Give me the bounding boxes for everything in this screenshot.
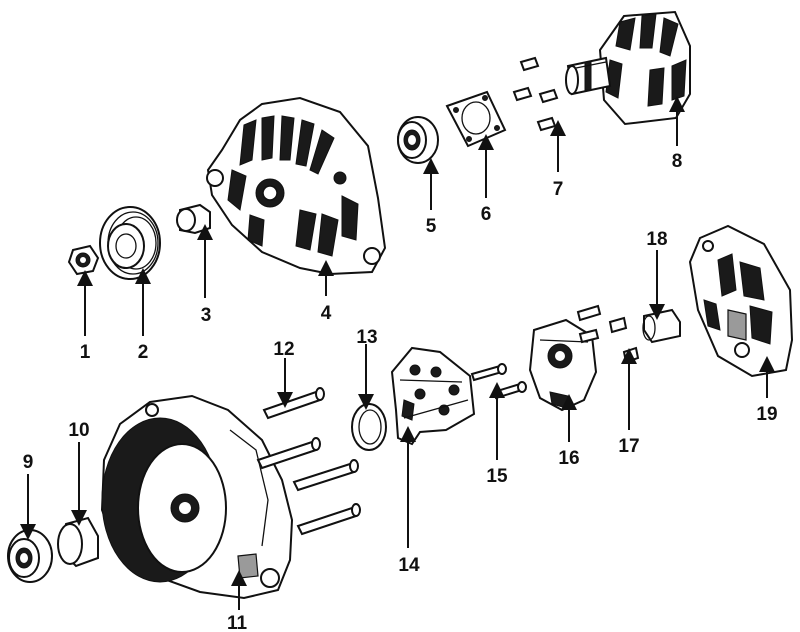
part-2-pulley <box>99 206 161 280</box>
label-8: 8 <box>672 151 683 172</box>
part-5-front-bearing <box>397 116 439 164</box>
label-9: 9 <box>23 452 34 473</box>
part-18-terminal-cap <box>642 308 681 344</box>
label-18: 18 <box>646 229 667 250</box>
label-15: 15 <box>486 466 508 487</box>
part-19-rear-cover <box>688 224 794 378</box>
part-number-labels: 1 2 3 4 5 6 7 8 9 10 11 12 13 14 15 16 1… <box>23 151 778 632</box>
label-13: 13 <box>356 327 377 348</box>
label-5: 5 <box>426 216 437 237</box>
label-2: 2 <box>138 342 149 363</box>
label-14: 14 <box>398 555 420 576</box>
part-7-retainer-screws <box>512 56 559 132</box>
part-3-spacer-collar <box>176 203 211 235</box>
label-4: 4 <box>321 303 332 324</box>
part-14-rectifier-assembly <box>390 346 476 446</box>
label-19: 19 <box>756 404 777 425</box>
part-4-drive-end-frame <box>206 96 387 276</box>
label-7: 7 <box>553 179 564 200</box>
part-16-regulator-brush-holder <box>528 318 598 412</box>
label-12: 12 <box>273 339 294 360</box>
part-1-pulley-nut <box>67 244 100 276</box>
part-12-through-bolts <box>256 387 361 536</box>
part-13-insulator-ring <box>351 403 387 451</box>
label-17: 17 <box>618 436 639 457</box>
part-10-bearing-cover <box>57 516 99 568</box>
label-1: 1 <box>80 342 91 363</box>
part-11-rectifier-end-frame-with-stator <box>100 394 294 600</box>
leader-lines <box>20 96 775 610</box>
label-3: 3 <box>201 305 212 326</box>
part-9-rear-bearing <box>7 529 53 583</box>
label-16: 16 <box>558 448 579 469</box>
label-11: 11 <box>227 613 248 632</box>
part-8-rotor <box>565 10 691 126</box>
part-15-rectifier-screws <box>470 363 527 400</box>
label-6: 6 <box>481 204 492 225</box>
part-6-bearing-retainer-plate <box>445 90 507 148</box>
label-10: 10 <box>68 420 89 441</box>
